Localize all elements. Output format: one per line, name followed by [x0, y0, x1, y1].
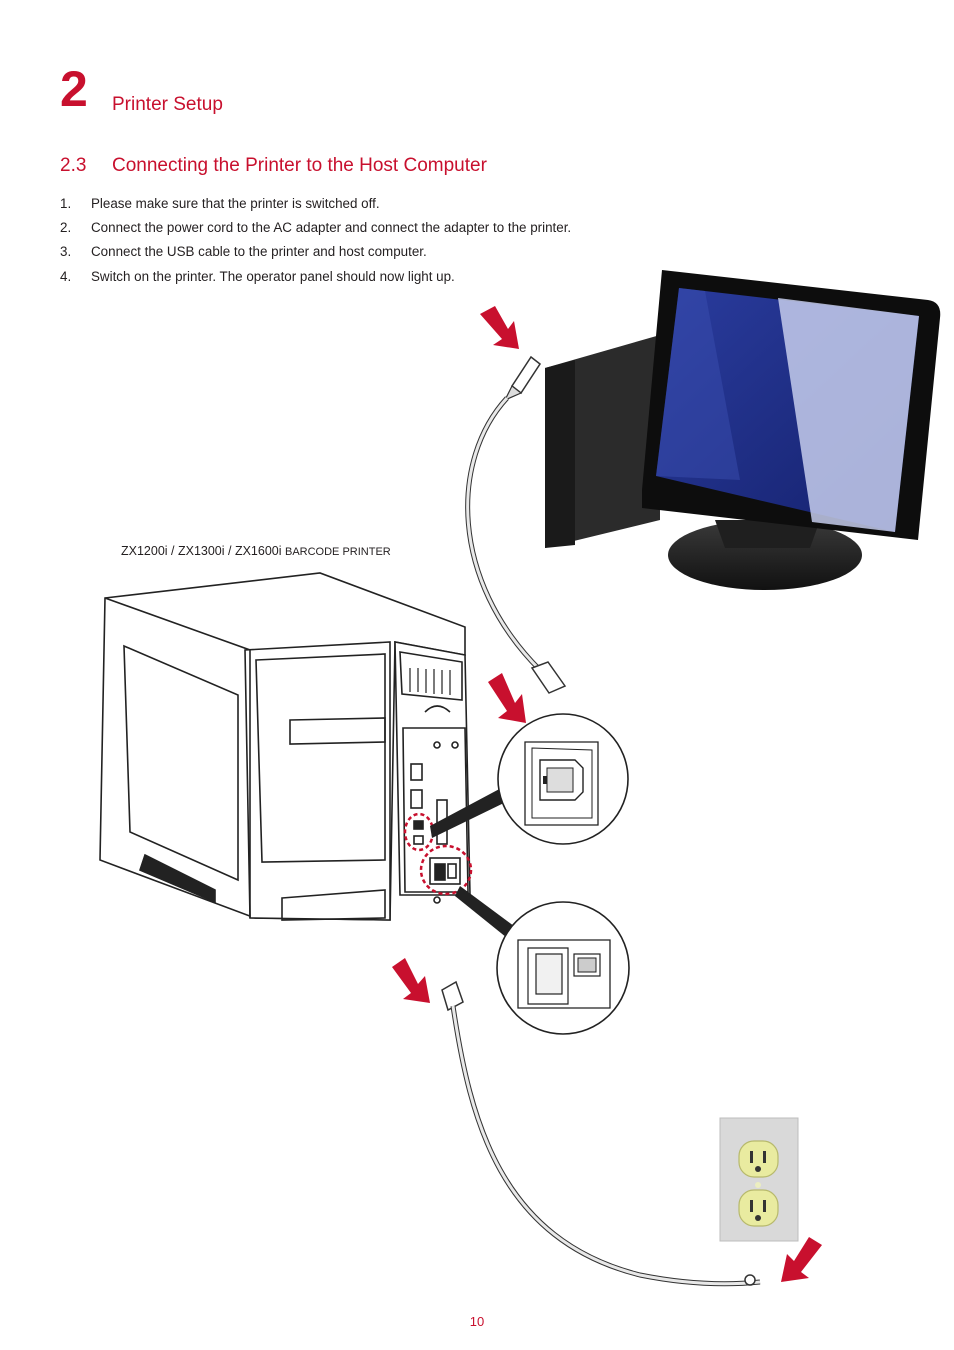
step-number: 4.: [60, 268, 72, 284]
steps-list: 1. Please make sure that the printer is s…: [60, 192, 571, 289]
step-number: 1.: [60, 196, 72, 211]
power-socket-icon: [496, 901, 630, 1035]
red-arrow-icon: [392, 306, 822, 1282]
monitor-icon: [545, 270, 941, 590]
step-text: Please make sure that the printer is swi…: [91, 196, 380, 211]
chapter-number: 2: [60, 61, 88, 117]
step-item: 1. Please make sure that the printer is s…: [60, 192, 571, 216]
step-text: Switch on the printer. The operator pane…: [91, 268, 455, 284]
step-number: 2.: [60, 220, 72, 236]
section-heading: 2.3 Connecting the Printer to the Host Co…: [60, 155, 487, 177]
usb-cable-icon: [465, 355, 567, 694]
printer-icon: [99, 572, 471, 921]
wall-outlet-icon: [719, 1117, 799, 1242]
section-title: Connecting the Printer to the Host Compu…: [112, 155, 487, 176]
step-item: 4. Switch on the printer. The operator pa…: [60, 265, 571, 289]
step-number: 3.: [60, 244, 72, 260]
usb-port-icon: [497, 713, 629, 845]
power-cord-icon: [441, 980, 761, 1287]
step-text: Connect the power cord to the AC adapter…: [91, 220, 572, 236]
printer-type: BARCODE PRINTER: [285, 546, 391, 558]
step-text: Connect the USB cable to the printer and…: [91, 244, 427, 260]
printer-models: ZX1200i / ZX1300i / ZX1600i: [121, 544, 282, 558]
step-item: 2. Connect the power cord to the AC adapt…: [60, 216, 571, 240]
step-item: 3. Connect the USB cable to the printer a…: [60, 240, 571, 264]
printer-label: ZX1200i / ZX1300i / ZX1600i BARCODE PRIN…: [121, 544, 391, 558]
section-number: 2.3: [60, 155, 87, 176]
page-number: 10: [469, 1314, 485, 1329]
chapter-title: Printer Setup: [112, 94, 223, 115]
